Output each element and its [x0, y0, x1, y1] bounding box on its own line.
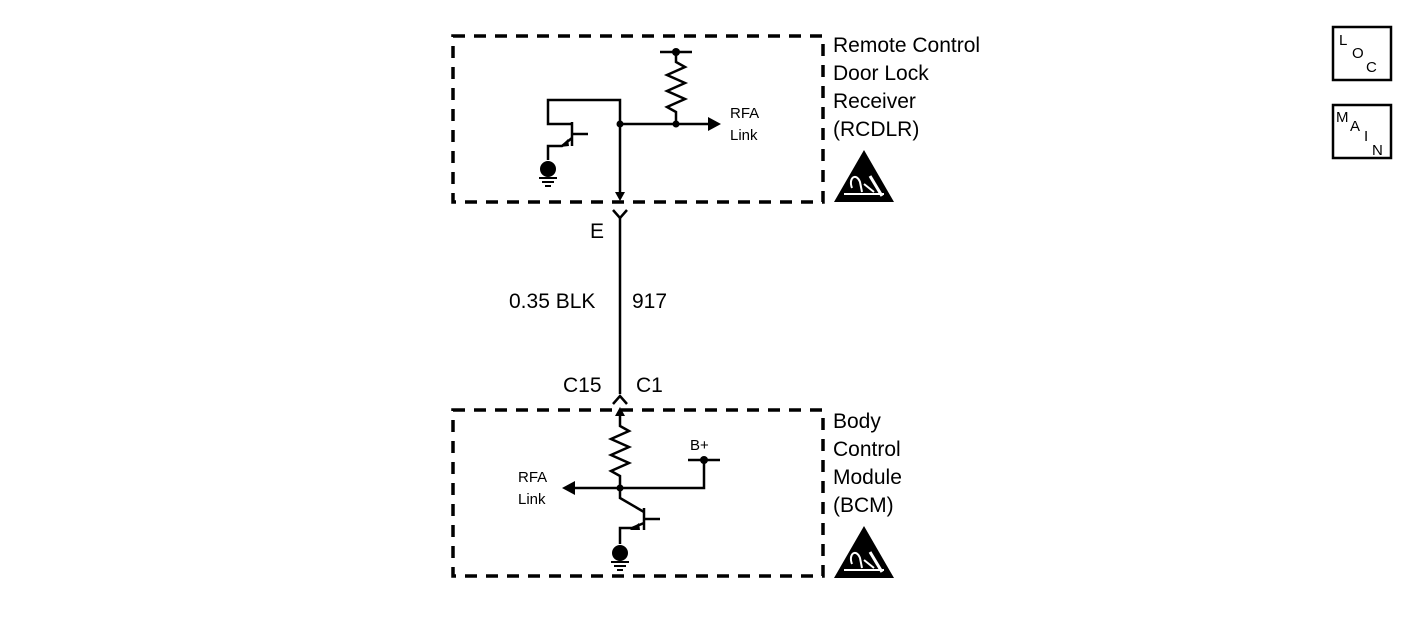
bcm-power-label: B+	[690, 437, 709, 454]
resistor-icon	[607, 412, 633, 488]
ground-icon	[610, 545, 630, 571]
rcdlr-module: Remote Control Door Lock Receiver (RCDLR…	[451, 34, 980, 204]
harness-wire-917: E 0.35 BLK 917 C15 C1	[509, 209, 667, 405]
rcdlr-title-line-1: Remote Control	[833, 34, 980, 57]
bcm-title-line-1: Body	[833, 410, 881, 433]
loc-button[interactable]: L O C	[1331, 25, 1393, 82]
ground-icon	[538, 161, 558, 187]
circuit-number: 917	[632, 290, 667, 313]
connector-pin-c15: C15	[563, 374, 602, 397]
bcm-title-line-2: Control	[833, 438, 901, 461]
loc-letter-c: C	[1366, 59, 1377, 76]
rcdlr-title-line-2: Door Lock	[833, 62, 929, 85]
rcdlr-rfa-label-1: RFA	[730, 105, 759, 122]
bcm-title-line-4: (BCM)	[833, 494, 894, 517]
main-letter-m: M	[1336, 109, 1349, 126]
bcm-title-line-3: Module	[833, 466, 902, 489]
connector-pin-e: E	[590, 220, 604, 243]
loc-letter-o: O	[1352, 45, 1364, 62]
rcdlr-boundary	[451, 34, 825, 204]
bcm-boundary	[451, 408, 825, 578]
transistor-icon	[618, 488, 660, 544]
bcm-rfa-label-2: Link	[518, 491, 546, 508]
wire-gauge-color: 0.35 BLK	[509, 290, 595, 313]
main-letter-a: A	[1350, 118, 1360, 135]
connector-pin-c1: C1	[636, 374, 663, 397]
bcm-rfa-label-1: RFA	[518, 469, 547, 486]
main-button[interactable]: M A I N	[1331, 103, 1393, 160]
transistor-icon	[546, 98, 622, 160]
loc-letter-l: L	[1339, 32, 1347, 49]
bcm-module: Body Control Module (BCM) B+ RFA Link	[451, 407, 902, 580]
main-letter-i: I	[1364, 128, 1368, 145]
esd-warning-icon	[832, 524, 896, 580]
main-letter-n: N	[1372, 142, 1383, 159]
rcdlr-title-line-4: (RCDLR)	[833, 118, 919, 141]
rcdlr-rfa-label-2: Link	[730, 127, 758, 144]
resistor-icon	[660, 48, 692, 124]
esd-warning-icon	[832, 148, 896, 204]
rcdlr-title-line-3: Receiver	[833, 90, 916, 113]
